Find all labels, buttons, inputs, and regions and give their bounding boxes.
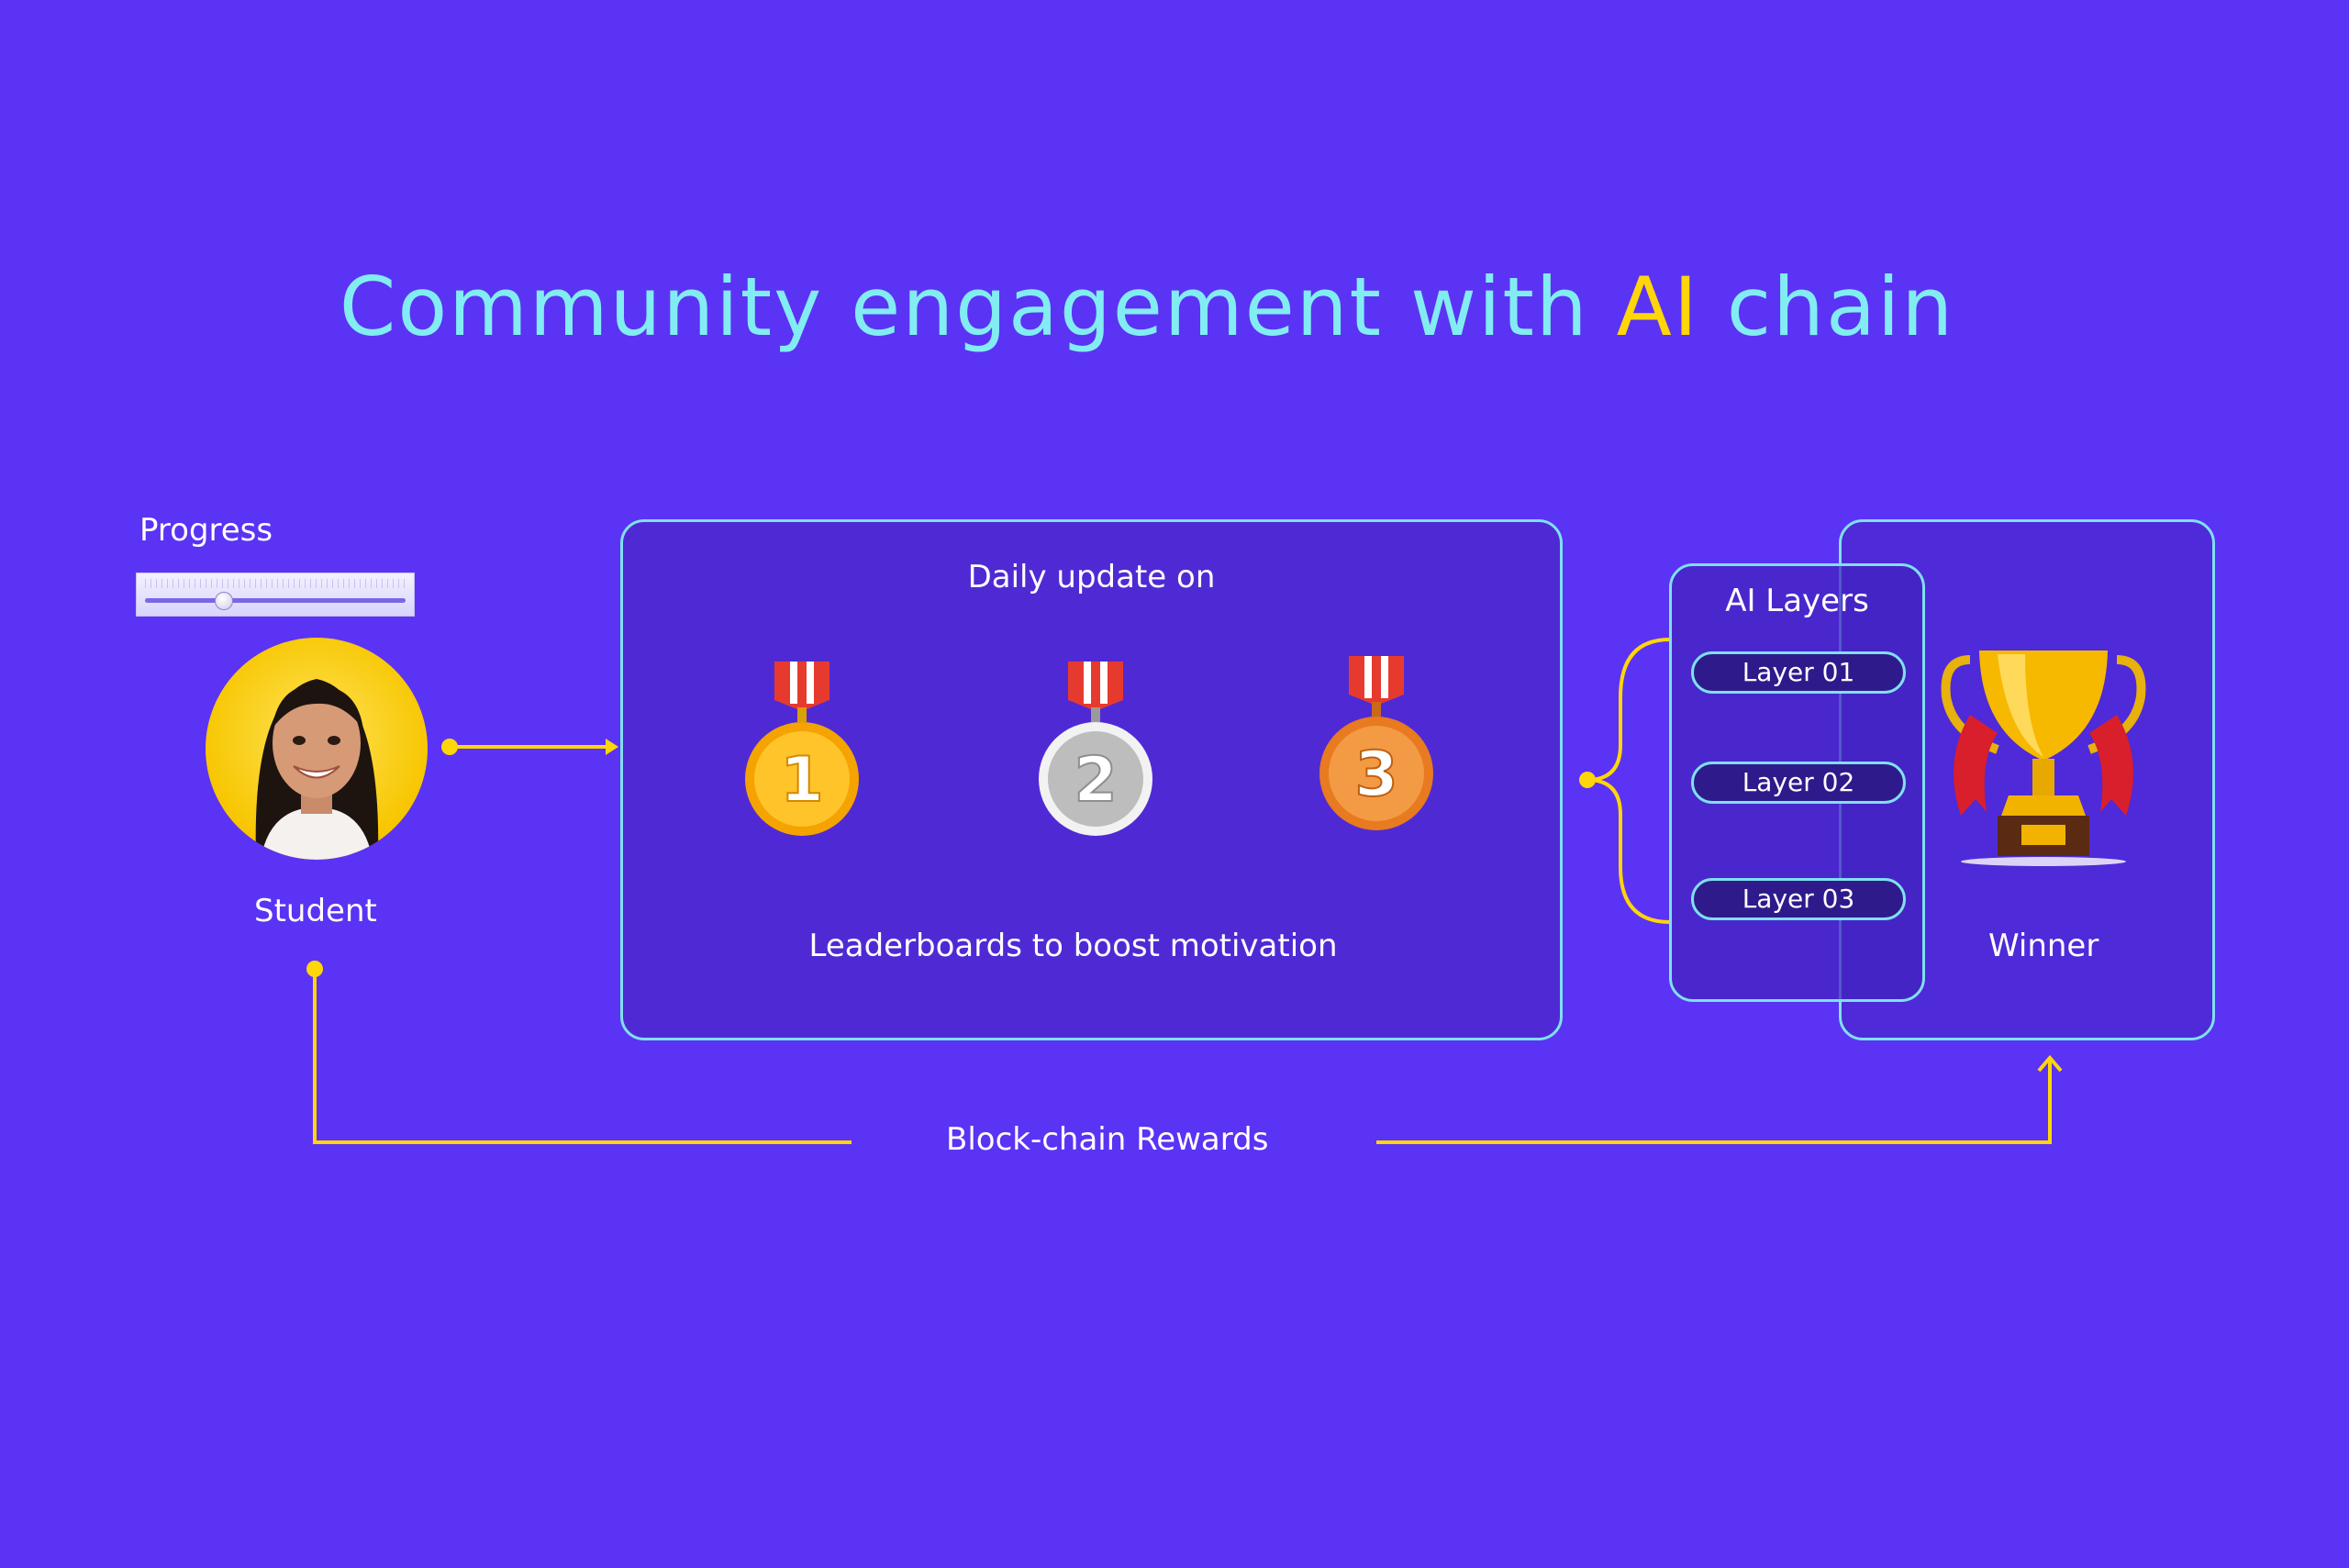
winner-label: Winner xyxy=(1988,928,2099,964)
winner-arrow-head xyxy=(2037,1054,2063,1073)
title-part1: Community engagement with xyxy=(339,260,1617,354)
leaderboard-panel: Daily update on 1 2 xyxy=(620,519,1563,1040)
bronze-medal-icon: 3 xyxy=(1317,651,1436,834)
medal-1-number: 1 xyxy=(780,744,823,817)
ai-layers-brace xyxy=(1586,638,1671,924)
trophy-icon xyxy=(1933,632,2154,871)
leaderboard-arrow-head xyxy=(606,739,618,755)
block-chain-rewards-label: Block-chain Rewards xyxy=(946,1121,1269,1158)
title-part2: chain xyxy=(1698,260,1955,354)
medal-2-number: 2 xyxy=(1074,744,1117,817)
title-accent: AI xyxy=(1616,260,1699,354)
student-bottom-dot xyxy=(306,961,323,977)
progress-slider[interactable] xyxy=(136,573,415,617)
leaderboards-label: Leaderboards to boost motivation xyxy=(808,928,1338,964)
student-connector-dot xyxy=(441,739,458,755)
rewards-line-left xyxy=(313,969,852,1144)
gold-medal-icon: 1 xyxy=(742,656,862,840)
page-title: Community engagement with AI chain xyxy=(0,260,2294,354)
daily-update-label: Daily update on xyxy=(967,559,1216,595)
ai-layers-panel: AI Layers Layer 01 Layer 02 Layer 03 xyxy=(1669,563,1925,1002)
progress-knob[interactable] xyxy=(215,592,234,610)
brace-dot xyxy=(1579,772,1596,788)
layer-02-pill[interactable]: Layer 02 xyxy=(1691,762,1906,804)
progress-track xyxy=(145,598,406,603)
rewards-line-right xyxy=(1376,1060,2052,1144)
student-portrait-icon xyxy=(255,679,379,860)
silver-medal-icon: 2 xyxy=(1036,656,1155,840)
medal-3-number: 3 xyxy=(1354,739,1397,811)
layer-01-pill[interactable]: Layer 01 xyxy=(1691,651,1906,694)
ai-layers-title: AI Layers xyxy=(1725,583,1869,619)
student-avatar xyxy=(206,638,428,860)
student-label: Student xyxy=(254,893,377,929)
progress-label: Progress xyxy=(139,512,273,549)
layer-03-pill[interactable]: Layer 03 xyxy=(1691,878,1906,920)
progress-ticks xyxy=(145,579,406,588)
